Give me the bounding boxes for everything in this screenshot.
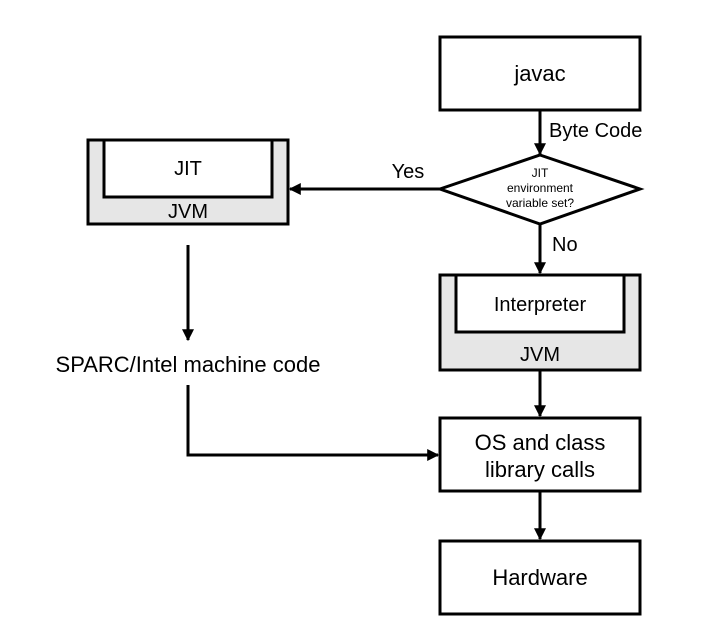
decision-label-line1: JIT [532, 166, 549, 180]
decision-label-line3: variable set? [506, 196, 574, 210]
decision-node: JIT environment variable set? [435, 153, 645, 226]
jvm-left-label: JVM [168, 201, 208, 223]
decision-label-line2: environment [507, 181, 574, 195]
hardware-node: Hardware [438, 539, 642, 616]
machine-code-label: SPARC/Intel machine code [56, 352, 321, 377]
jit-box [102, 138, 274, 199]
byte-code-label: Byte Code [549, 120, 642, 142]
javac-label: javac [513, 61, 565, 86]
jit-label: JIT [174, 158, 202, 180]
jvm-right-node: Interpreter JVM [438, 273, 642, 372]
jvm-left-node: JIT JVM [86, 138, 290, 226]
os-library-node: OS and class library calls [438, 416, 642, 493]
javac-node: javac [438, 35, 642, 112]
arrow-machine-code-to-os [186, 385, 440, 461]
os-library-label-line1: OS and class [475, 430, 606, 455]
no-label: No [552, 234, 578, 256]
hardware-box [438, 539, 642, 616]
interpreter-label: Interpreter [494, 294, 587, 316]
interpreter-box [454, 273, 626, 334]
hardware-label: Hardware [492, 565, 587, 590]
yes-label: Yes [392, 161, 425, 183]
os-library-box [438, 416, 642, 493]
os-library-label-line2: library calls [485, 457, 595, 482]
javac-box [438, 35, 642, 112]
jvm-right-label: JVM [520, 344, 560, 366]
